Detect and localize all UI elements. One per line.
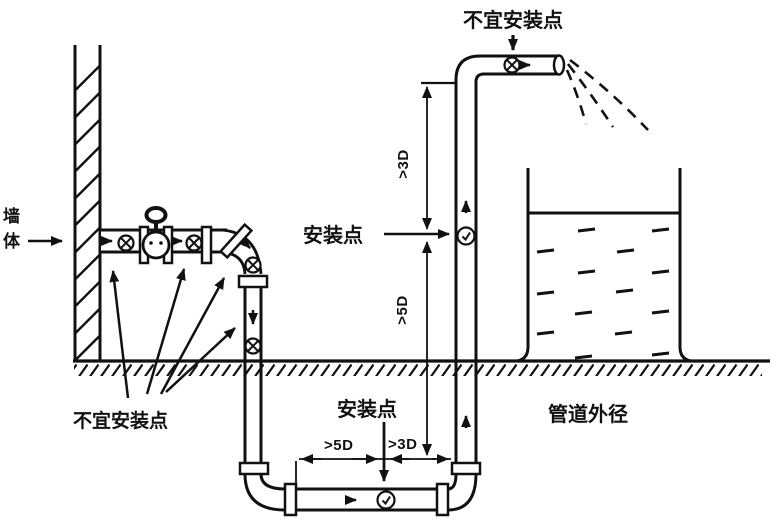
valve-handwheel-icon bbox=[144, 206, 168, 224]
pipe-flange bbox=[200, 225, 213, 265]
wall-label-line2: 体 bbox=[3, 231, 21, 251]
crossed-meter-icon bbox=[244, 256, 262, 274]
wall bbox=[73, 45, 102, 362]
water-dashes bbox=[536, 227, 670, 360]
check-meter-icon bbox=[376, 490, 396, 510]
riser-dimensions bbox=[421, 81, 457, 456]
unsuitable-leader-arrow bbox=[145, 268, 186, 395]
pipe-outer-diameter-label: 管道外径 bbox=[548, 402, 628, 426]
crossed-meter-icons bbox=[117, 56, 521, 355]
dimension-3d-horizontal-label: >3D bbox=[388, 436, 417, 453]
unsuitable-point-top-label: 不宜安装点 bbox=[463, 8, 563, 32]
unsuitable-leader-arrow bbox=[109, 270, 130, 399]
wall-label-line1: 墙 bbox=[3, 206, 20, 226]
flow-arrow-icon bbox=[238, 236, 251, 249]
pipe-flange bbox=[283, 482, 298, 517]
dimension-3d-vertical-label: >3D bbox=[395, 149, 412, 178]
install-point-bottom-label: 安装点 bbox=[337, 397, 397, 421]
bottom-dimensions bbox=[295, 454, 451, 489]
open-pipe-end bbox=[552, 54, 566, 76]
bottom-left-elbow bbox=[243, 473, 286, 512]
crossed-meter-icon bbox=[185, 234, 203, 252]
check-meter-icon bbox=[456, 226, 476, 246]
pipe-flange bbox=[435, 482, 450, 517]
install-point-riser-label: 安装点 bbox=[303, 223, 363, 247]
dimension-5d-horizontal-label: >5D bbox=[324, 437, 353, 454]
crossed-meter-icon bbox=[244, 337, 262, 355]
wall-hatching bbox=[74, 65, 101, 361]
bottom-right-elbow bbox=[447, 473, 478, 512]
pipe-flange bbox=[238, 461, 270, 476]
ground-hatching bbox=[74, 363, 762, 376]
bottom-pipe bbox=[296, 487, 437, 512]
riser-pipe bbox=[454, 54, 566, 463]
pipe-flange bbox=[450, 461, 482, 476]
gate-valve bbox=[141, 206, 171, 260]
discharge-spray-dashes bbox=[565, 58, 649, 131]
unsuitable-leader-arrow bbox=[165, 327, 236, 393]
unsuitable-leader-arrow bbox=[159, 277, 226, 395]
pointer-arrows bbox=[28, 35, 518, 482]
dimension-5d-vertical-label: >5D bbox=[394, 295, 411, 324]
unsuitable-point-left-label: 不宜安装点 bbox=[73, 409, 168, 432]
check-meter-icons bbox=[376, 226, 476, 510]
tank bbox=[516, 168, 692, 363]
pipe-flange bbox=[237, 274, 269, 289]
crossed-meter-icon bbox=[503, 56, 521, 74]
ground bbox=[73, 359, 770, 376]
crossed-meter-icon bbox=[117, 234, 135, 252]
